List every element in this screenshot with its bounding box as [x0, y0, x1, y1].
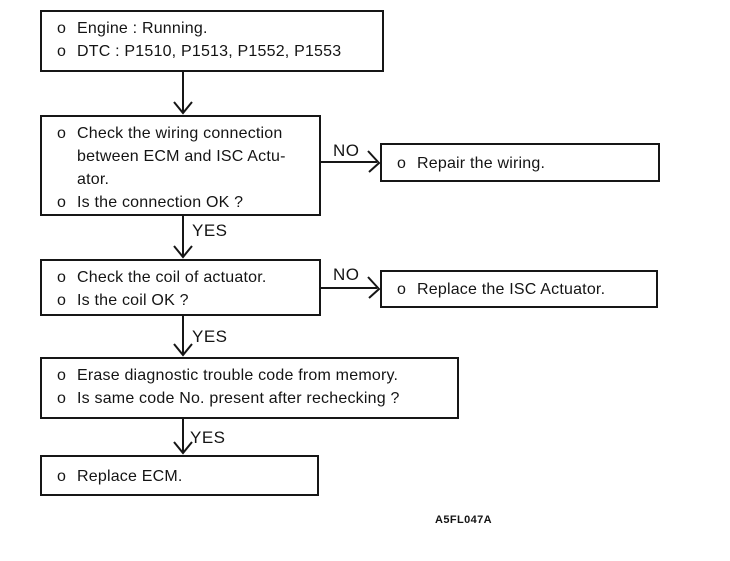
bullet-marker: o: [57, 269, 66, 286]
edge-label-no: NO: [333, 141, 360, 160]
bullet-marker: o: [397, 281, 406, 298]
bullet-marker: o: [57, 367, 66, 384]
edge-label-yes: YES: [192, 221, 228, 240]
edge-label-yes: YES: [192, 327, 228, 346]
flow-node-check-wiring: o Check the wiring connection between EC…: [40, 115, 321, 216]
list-item-text: Check the wiring connection between ECM …: [77, 125, 286, 188]
list-item: o DTC : P1510, P1513, P1552, P1553: [57, 40, 376, 63]
list-item-text: Check the coil of actuator.: [77, 269, 267, 286]
arrowhead-right-icon: [367, 276, 381, 299]
list-item: o Replace ECM.: [57, 465, 311, 488]
list-item-text: Is same code No. present after recheckin…: [77, 390, 400, 407]
list-item: o Check the coil of actuator.: [57, 266, 313, 289]
bullet-marker: o: [57, 20, 66, 37]
bullet-marker: o: [57, 194, 66, 211]
bullet-marker: o: [57, 390, 66, 407]
arrowhead-down-icon: [173, 101, 193, 115]
flow-node-repair-wiring: o Repair the wiring.: [380, 143, 660, 182]
arrowhead-down-icon: [173, 245, 193, 259]
bullet-marker: o: [57, 125, 66, 142]
flow-node-replace-isc-actuator: o Replace the ISC Actuator.: [380, 270, 658, 308]
list-item-text: Replace the ISC Actuator.: [417, 281, 606, 298]
list-item-text: Engine : Running.: [77, 20, 208, 37]
list-item-text: DTC : P1510, P1513, P1552, P1553: [77, 43, 342, 60]
list-item: o Is the connection OK ?: [57, 191, 313, 214]
bullet-marker: o: [57, 468, 66, 485]
list-item: o Replace the ISC Actuator.: [397, 278, 650, 301]
list-item-text: Is the coil OK ?: [77, 292, 189, 309]
flow-node-check-coil: o Check the coil of actuator. o Is the c…: [40, 259, 321, 316]
arrowhead-down-icon: [173, 441, 193, 455]
bullet-marker: o: [57, 43, 66, 60]
edge-label-no: NO: [333, 265, 360, 284]
list-item: o Repair the wiring.: [397, 152, 652, 175]
list-item-text: Is the connection OK ?: [77, 194, 244, 211]
bullet-marker: o: [57, 292, 66, 309]
flow-node-erase-dtc: o Erase diagnostic trouble code from mem…: [40, 357, 459, 419]
list-item: o Check the wiring connection between EC…: [57, 122, 313, 191]
arrowhead-right-icon: [367, 150, 381, 173]
list-item: o Erase diagnostic trouble code from mem…: [57, 364, 451, 387]
bullet-marker: o: [397, 155, 406, 172]
flow-node-replace-ecm: o Replace ECM.: [40, 455, 319, 496]
arrowhead-down-icon: [173, 343, 193, 357]
edge-label-yes: YES: [190, 428, 226, 447]
list-item: o Engine : Running.: [57, 17, 376, 40]
list-item-text: Repair the wiring.: [417, 155, 546, 172]
list-item: o Is the coil OK ?: [57, 289, 313, 312]
list-item-text: Erase diagnostic trouble code from memor…: [77, 367, 399, 384]
flow-node-preconditions: o Engine : Running. o DTC : P1510, P1513…: [40, 10, 384, 72]
list-item: o Is same code No. present after recheck…: [57, 387, 451, 410]
figure-code: A5FL047A: [435, 514, 492, 526]
list-item-text: Replace ECM.: [77, 468, 183, 485]
